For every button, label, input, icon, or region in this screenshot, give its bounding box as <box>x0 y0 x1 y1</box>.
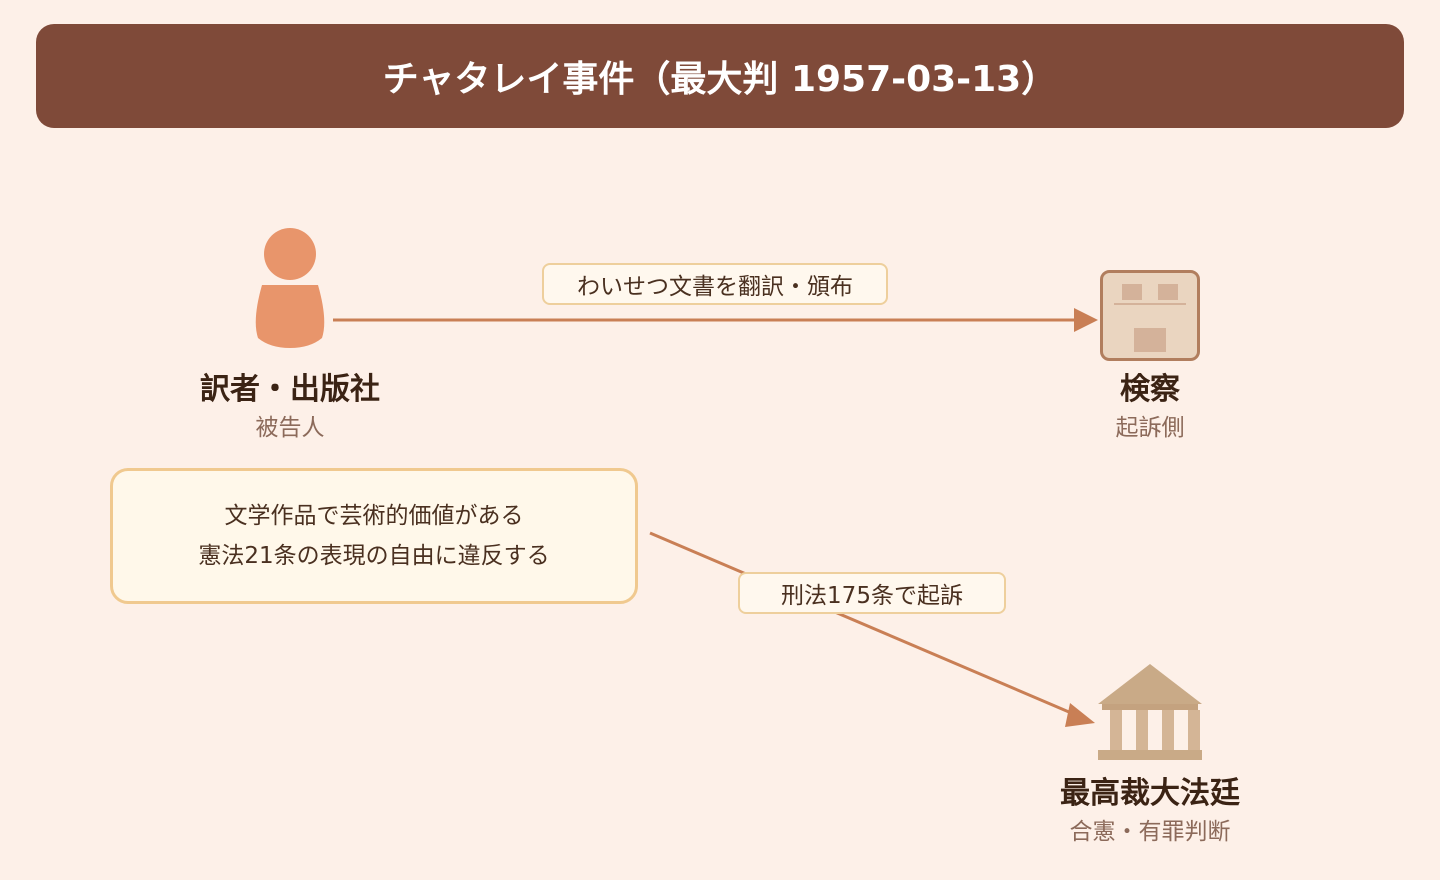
node-prosecution-name: 検察 <box>1120 372 1180 407</box>
node-prosecution-role: 起訴側 <box>1115 415 1185 441</box>
building-icon <box>1100 270 1200 361</box>
page-title: チャタレイ事件（最大判 1957-03-13） <box>36 24 1404 128</box>
note-line-2: 憲法21条の表現の自由に違反する <box>198 543 550 569</box>
node-defendant-role: 被告人 <box>255 415 325 441</box>
edge-label-act: わいせつ文書を翻訳・頒布 <box>542 263 888 305</box>
node-court-role: 合憲・有罪判断 <box>1069 819 1231 845</box>
arrow-charge <box>649 531 1077 717</box>
defense-argument-note: 文学作品で芸術的価値がある 憲法21条の表現の自由に違反する <box>110 468 638 604</box>
note-line-1: 文学作品で芸術的価値がある <box>224 503 524 529</box>
courthouse-icon <box>1098 664 1202 760</box>
person-icon <box>255 228 325 348</box>
node-defendant-name: 訳者・出版社 <box>200 372 380 407</box>
edge-label-charge: 刑法175条で起訴 <box>738 572 1006 614</box>
node-court-name: 最高裁大法廷 <box>1060 776 1240 811</box>
